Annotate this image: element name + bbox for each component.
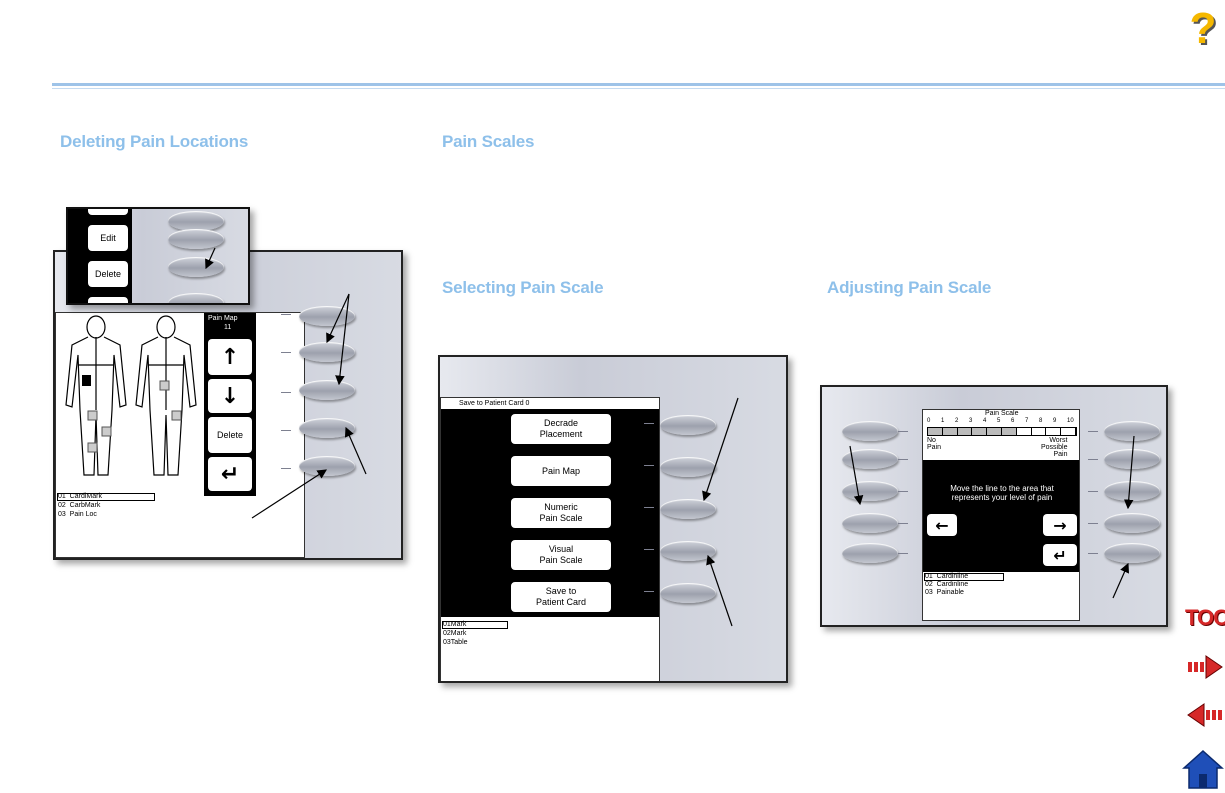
pain-map-count: 11 xyxy=(224,324,232,331)
right-hardware-button-1[interactable] xyxy=(1104,421,1160,441)
next-arrow-icon[interactable] xyxy=(1186,652,1224,682)
inset-hardware-button-4[interactable] xyxy=(168,293,224,303)
scale-number-6: 6 xyxy=(1011,418,1015,424)
help-question-icon[interactable]: ? xyxy=(1189,4,1217,53)
body-map-figure xyxy=(65,315,197,476)
selected-list-row xyxy=(57,493,155,501)
scale-segment-8[interactable] xyxy=(1046,428,1062,435)
scale-segment-5[interactable] xyxy=(1001,428,1017,435)
heading-adjusting-pain-scale: Adjusting Pain Scale xyxy=(827,278,992,297)
left-hardware-button-5[interactable] xyxy=(842,543,898,563)
scale-segment-0[interactable] xyxy=(928,428,943,435)
hardware-button-5[interactable] xyxy=(299,456,355,476)
right-hardware-button-4[interactable] xyxy=(1104,513,1160,533)
scale-segment-9[interactable] xyxy=(1061,428,1076,435)
inset-zoom-panel: Edit Delete xyxy=(66,207,250,305)
device-panel-selecting: Save to Patient Card 0 Decrade Placement… xyxy=(438,355,788,683)
down-arrow-button[interactable]: ↓ xyxy=(208,379,252,413)
enter-button[interactable]: ↵ xyxy=(208,457,252,491)
heading-deleting-pain-locations: Deleting Pain Locations xyxy=(60,132,249,151)
scale-number-2: 2 xyxy=(955,418,959,424)
up-arrow-button[interactable]: ↑ xyxy=(208,339,252,375)
scale-number-7: 7 xyxy=(1025,418,1029,424)
toc-link[interactable]: TOC xyxy=(1185,605,1225,630)
scale-segment-3[interactable] xyxy=(972,428,988,435)
previous-arrow-icon[interactable] xyxy=(1186,700,1224,730)
worst-pain-label: Worst Possible Pain xyxy=(1041,437,1068,458)
scale-number-1: 1 xyxy=(941,418,945,424)
pain-map-title: Pain Map xyxy=(208,315,238,322)
inset-bottom-button[interactable] xyxy=(86,295,130,303)
inset-top-button[interactable] xyxy=(86,209,130,217)
list-item-3[interactable]: 03Table xyxy=(443,639,468,646)
scale-number-3: 3 xyxy=(969,418,973,424)
heading-pain-scales: Pain Scales xyxy=(442,132,535,151)
hardware-button-2[interactable] xyxy=(660,457,716,477)
selected-list-row xyxy=(924,573,1004,581)
scale-numbers: 0 1 2 3 4 5 6 7 8 9 10 xyxy=(927,418,1077,426)
scale-segment-1[interactable] xyxy=(942,428,958,435)
enter-button[interactable]: ↵ xyxy=(1043,544,1077,566)
heading-selecting-pain-scale: Selecting Pain Scale xyxy=(442,278,604,297)
inset-hardware-button-1[interactable] xyxy=(168,211,224,231)
list-item-1[interactable]: 01Mark xyxy=(443,621,467,628)
left-hardware-button-1[interactable] xyxy=(842,421,898,441)
pain-map-button[interactable]: Pain Map xyxy=(509,454,613,488)
left-hardware-button-4[interactable] xyxy=(842,513,898,533)
list-item-2[interactable]: 02Mark xyxy=(443,630,467,637)
scale-segment-6[interactable] xyxy=(1016,428,1032,435)
scale-number-0: 0 xyxy=(927,418,931,424)
delete-button[interactable]: Delete xyxy=(208,417,252,453)
list-item-2[interactable]: 02 Cardinline xyxy=(925,581,969,588)
header-divider-thin xyxy=(52,88,1225,89)
inset-delete-button[interactable]: Delete xyxy=(86,259,130,289)
right-hardware-button-3[interactable] xyxy=(1104,481,1160,501)
left-arrow-button[interactable]: ← xyxy=(927,514,957,536)
selected-list-row xyxy=(442,621,508,629)
inset-edit-button[interactable]: Edit xyxy=(86,223,130,253)
numeric-pain-scale-button[interactable]: Numeric Pain Scale xyxy=(509,496,613,530)
scale-segment-2[interactable] xyxy=(957,428,973,435)
device-panel-adjusting: Pain Scale 0 1 2 3 4 5 6 7 8 9 10 No Pain Worst Po… xyxy=(820,385,1168,627)
pain-list-item-3[interactable]: 03 Pain Loc xyxy=(58,511,97,518)
scale-number-9: 9 xyxy=(1053,418,1057,424)
hardware-button-5[interactable] xyxy=(660,583,716,603)
pain-scale-slider[interactable] xyxy=(927,427,1077,436)
right-arrow-button[interactable]: → xyxy=(1043,514,1077,536)
hardware-button-1[interactable] xyxy=(660,415,716,435)
visual-pain-scale-button[interactable]: Visual Pain Scale xyxy=(509,538,613,572)
device-screen: Pain Map 11 ↑ ↓ Delete ↵ 01 CardiMark 02… xyxy=(55,312,305,558)
list-item-3[interactable]: 03 Painable xyxy=(925,589,964,596)
save-to-patient-card-button[interactable]: Save to Patient Card xyxy=(509,580,613,614)
scale-segment-4[interactable] xyxy=(987,428,1002,435)
device-screen-adjusting: Pain Scale 0 1 2 3 4 5 6 7 8 9 10 No Pain Worst Po… xyxy=(922,409,1080,621)
screen-header-text: Save to Patient Card 0 xyxy=(459,400,530,407)
hardware-button-4[interactable] xyxy=(299,418,355,438)
pain-list-item-2[interactable]: 02 CarbMark xyxy=(58,502,101,509)
hardware-button-4[interactable] xyxy=(660,541,716,561)
no-pain-label: No Pain xyxy=(927,437,942,451)
device-screen-selecting: Save to Patient Card 0 Decrade Placement… xyxy=(440,397,660,681)
home-icon[interactable] xyxy=(1182,748,1224,790)
hardware-button-3[interactable] xyxy=(660,499,716,519)
inset-hardware-button-2[interactable] xyxy=(168,229,224,249)
pain-scale-title: Pain Scale xyxy=(985,410,1019,417)
hardware-button-2[interactable] xyxy=(299,342,355,362)
scale-number-4: 4 xyxy=(983,418,987,424)
header-divider xyxy=(52,83,1225,86)
instruction-text: Move the line to the area that represent… xyxy=(950,484,1054,502)
scale-segment-7[interactable] xyxy=(1031,428,1047,435)
scale-number-5: 5 xyxy=(997,418,1001,424)
right-hardware-button-5[interactable] xyxy=(1104,543,1160,563)
decrade-placement-button[interactable]: Decrade Placement xyxy=(509,412,613,446)
list-item-1[interactable]: 01 Cardinline xyxy=(925,573,969,580)
pain-list-item-1[interactable]: 01 CardiMark xyxy=(58,493,102,500)
left-hardware-button-2[interactable] xyxy=(842,449,898,469)
scale-number-10: 10 xyxy=(1067,418,1074,424)
scale-number-8: 8 xyxy=(1039,418,1043,424)
